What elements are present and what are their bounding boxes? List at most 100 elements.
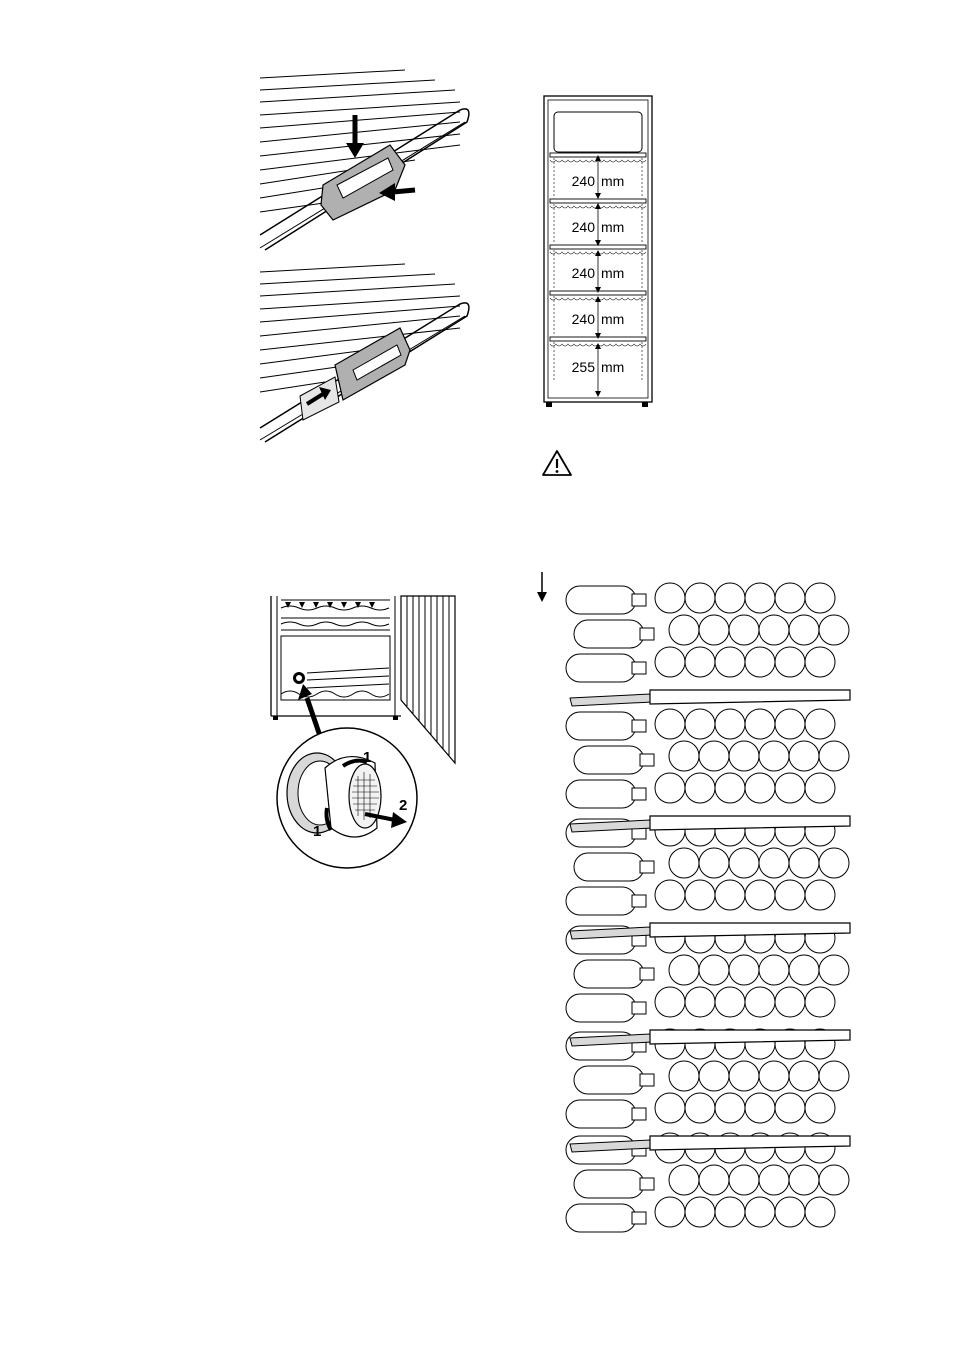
- bottle-end: [745, 773, 775, 803]
- bottle-end: [699, 1061, 729, 1091]
- bottle-end: [759, 1061, 789, 1091]
- bottle-end: [699, 848, 729, 878]
- bottle-side: [574, 620, 654, 648]
- bottle-side: [566, 994, 646, 1022]
- compartment-dimension-4: 240 mm: [572, 296, 625, 339]
- bottle-end: [805, 773, 835, 803]
- bottle-end: [819, 741, 849, 771]
- bottle-end: [789, 848, 819, 878]
- bottle-end: [759, 848, 789, 878]
- bottle-end: [699, 741, 729, 771]
- bottle-end: [655, 647, 685, 677]
- bottle-end: [669, 848, 699, 878]
- bottle-end: [775, 880, 805, 910]
- locate-filter-arrow: [298, 684, 320, 736]
- bottle-end: [819, 1061, 849, 1091]
- compartment-dimension-5: 255 mm: [572, 343, 625, 397]
- compartment-1-value: 240: [572, 173, 596, 189]
- bottle-end: [655, 987, 685, 1017]
- bottle-side: [566, 1100, 646, 1128]
- bottle-end: [789, 1165, 819, 1195]
- bottle-end: [685, 773, 715, 803]
- bottle-layer: [566, 923, 849, 1022]
- bottle-end: [805, 1093, 835, 1123]
- step-1-label: 1: [363, 749, 371, 766]
- bottle-end: [685, 583, 715, 613]
- bottle-end: [775, 1093, 805, 1123]
- top-clip: [321, 145, 405, 220]
- bottle-side: [574, 1170, 654, 1198]
- compartment-5-value: 255: [572, 359, 596, 375]
- bottle-layer: [566, 709, 849, 808]
- push-down-arrow: [346, 115, 364, 158]
- compartment-4-value: 240: [572, 311, 596, 327]
- bottle-end: [655, 1093, 685, 1123]
- grape-decoration: [285, 602, 375, 608]
- shelf-clip-illustration: [255, 60, 485, 445]
- bottle-side: [566, 1204, 646, 1232]
- bottle-layer: [566, 816, 849, 915]
- bottle-end: [729, 1165, 759, 1195]
- bottle-end: [729, 741, 759, 771]
- cabinet-heights-diagram: 240 mm 240 mm 240 mm 240 mm: [538, 90, 658, 410]
- cabinet-foot-right: [642, 402, 648, 407]
- compartment-dimension-2: 240 mm: [572, 203, 625, 246]
- bottle-end: [715, 773, 745, 803]
- bottle-end: [819, 848, 849, 878]
- bottle-end: [805, 987, 835, 1017]
- warning-triangle-icon: [541, 448, 573, 478]
- bottle-end: [669, 1061, 699, 1091]
- bottle-end: [789, 615, 819, 645]
- bottle-end: [759, 615, 789, 645]
- bottle-end: [745, 1197, 775, 1227]
- bottle-end: [655, 709, 685, 739]
- charcoal-filter-illustration: 1 1 2: [265, 588, 475, 873]
- bottle-end: [655, 1197, 685, 1227]
- bottle-end: [655, 583, 685, 613]
- bottle-end: [699, 1165, 729, 1195]
- step-1-label-lower: 1: [313, 823, 321, 840]
- bottle-end: [745, 647, 775, 677]
- bottle-end: [715, 647, 745, 677]
- bottle-end: [745, 880, 775, 910]
- compartment-5-unit: mm: [601, 359, 624, 375]
- bottle-end: [685, 647, 715, 677]
- compartment-2-unit: mm: [601, 219, 624, 235]
- bottle-end: [685, 880, 715, 910]
- bottle-end: [805, 583, 835, 613]
- bottle-side: [566, 654, 646, 682]
- bottle-end: [655, 773, 685, 803]
- bottle-end: [759, 741, 789, 771]
- bottle-end: [805, 1197, 835, 1227]
- bottle-end: [745, 1093, 775, 1123]
- bottle-end: [715, 583, 745, 613]
- bottle-end: [819, 1165, 849, 1195]
- bottle-side: [574, 746, 654, 774]
- bottle-layer: [566, 583, 849, 682]
- bottle-end: [715, 1093, 745, 1123]
- bottle-end: [669, 615, 699, 645]
- bottle-end: [655, 880, 685, 910]
- cabinet-foot-left: [546, 402, 552, 407]
- bottle-stacking-illustration: [530, 568, 860, 1268]
- bottle-end: [805, 647, 835, 677]
- bottle-end: [729, 615, 759, 645]
- compartment-3-value: 240: [572, 265, 596, 281]
- bottle-end: [685, 987, 715, 1017]
- bottle-end: [819, 955, 849, 985]
- compartment-dimension-3: 240 mm: [572, 250, 625, 293]
- bottle-end: [775, 647, 805, 677]
- filter-cartridge: [349, 764, 381, 828]
- bottle-end: [699, 955, 729, 985]
- bottle-end: [805, 709, 835, 739]
- bottle-end: [685, 709, 715, 739]
- bottle-end: [685, 1197, 715, 1227]
- bottle-end: [819, 615, 849, 645]
- bottle-end: [745, 987, 775, 1017]
- compartment-2-value: 240: [572, 219, 596, 235]
- bottom-clip: [335, 328, 410, 400]
- bottle-end: [745, 709, 775, 739]
- bottle-end: [775, 1197, 805, 1227]
- bottle-end: [775, 583, 805, 613]
- bottle-end: [715, 987, 745, 1017]
